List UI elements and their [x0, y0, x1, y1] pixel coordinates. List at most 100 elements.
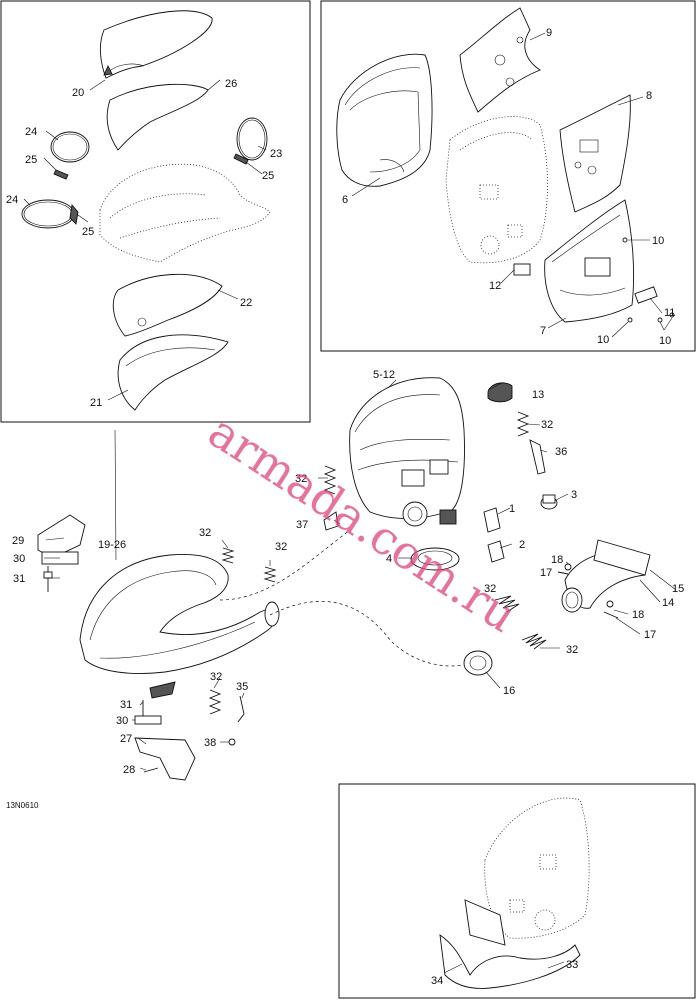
part-1-clip — [483, 507, 501, 533]
callout-5-12: 5-12 — [373, 369, 395, 381]
part-32-spring — [516, 411, 530, 437]
tuned-pipe-ghost — [99, 163, 271, 263]
part-33-insulation — [464, 899, 506, 946]
callout-16: 16 — [503, 685, 515, 697]
part-24-25-ring-upper — [50, 131, 90, 180]
callout-10: 10 — [659, 335, 671, 347]
part-4-seal-ring — [410, 547, 460, 571]
callout-31: 31 — [13, 573, 25, 585]
callout-35: 35 — [236, 681, 248, 693]
part-37-hook — [323, 511, 339, 531]
part-32-spring — [521, 633, 547, 650]
inset-frame-top-left — [0, 0, 311, 423]
callout-13: 13 — [532, 389, 544, 401]
part-29-bracket — [37, 514, 86, 559]
inset-frame-top-right — [320, 0, 696, 352]
callout-25: 25 — [25, 154, 37, 166]
part-21-heat-shield-bottom — [117, 334, 229, 411]
part-32-spring — [221, 547, 235, 564]
callout-1: 1 — [509, 503, 515, 515]
part-23-25-ring-right — [233, 117, 268, 165]
callout-38: 38 — [204, 737, 216, 749]
callout-6: 6 — [342, 194, 348, 206]
callout-15: 15 — [672, 583, 684, 595]
part-28-bolt — [143, 767, 159, 773]
callout-32: 32 — [484, 583, 496, 595]
callout-17: 17 — [540, 567, 552, 579]
inset-frame-bottom-right — [338, 783, 696, 999]
part-32-spring — [494, 595, 520, 613]
callout-labels: 20 26 24 2 3 25 25 24 25 22 21 9 8 6 10 1… — [6, 27, 684, 987]
part-10-rivets — [622, 237, 675, 323]
part-35-rod — [237, 695, 245, 723]
callout-25: 25 — [262, 170, 274, 182]
callout-30: 30 — [116, 715, 128, 727]
callout-36: 36 — [555, 446, 567, 458]
callout-11: 11 — [664, 307, 675, 319]
drawing-code: 13N0610 — [6, 801, 39, 810]
part-22-heat-shield-lower — [112, 273, 223, 337]
part-26-insulation-blanket — [106, 83, 209, 151]
part-6-muffler-cover-left — [336, 53, 433, 187]
callout-21: 21 — [90, 397, 102, 409]
callout-3: 3 — [571, 489, 577, 501]
part-30-rubber-pad — [134, 715, 162, 725]
muffler-ghost — [445, 116, 548, 264]
callout-12: 12 — [489, 280, 501, 292]
part-7-muffler-cover-right — [544, 199, 635, 323]
part-3-rubber-mount — [540, 494, 558, 510]
callout-26: 26 — [225, 78, 237, 90]
part-31-stud — [43, 566, 53, 592]
callout-31: 31 — [120, 699, 132, 711]
callout-37: 37 — [296, 519, 308, 531]
part-20-heat-shield-top — [99, 10, 213, 79]
part-32-spring — [208, 689, 222, 715]
callout-19-26: 19-26 — [98, 539, 126, 551]
callout-4: 4 — [386, 553, 392, 565]
callout-32: 32 — [210, 671, 222, 683]
callout-32: 32 — [566, 644, 578, 656]
callout-2: 2 — [519, 539, 525, 551]
part-2-clip — [487, 540, 505, 563]
part-36-bracket — [529, 439, 546, 475]
callout-25: 25 — [82, 226, 94, 238]
callout-33: 33 — [566, 959, 578, 971]
part-19-tuned-pipe — [79, 553, 280, 699]
callout-34: 34 — [431, 975, 443, 987]
part-11-clip — [634, 286, 658, 304]
callout-24: 24 — [6, 194, 18, 206]
callout-32: 32 — [295, 473, 307, 485]
callout-32: 32 — [275, 541, 287, 553]
part-34-heat-shield-lower — [439, 934, 581, 989]
part-8-gasket-right — [559, 94, 631, 213]
callout-22: 22 — [240, 297, 252, 309]
callout-14: 14 — [662, 597, 674, 609]
callout-18: 18 — [551, 554, 563, 566]
callout-18: 18 — [632, 609, 644, 621]
part-17-18-bolts — [557, 563, 619, 619]
callout-29: 29 — [12, 535, 24, 547]
callout-9: 9 — [546, 27, 552, 39]
callout-24: 24 — [25, 126, 37, 138]
part-12-bracket — [513, 263, 531, 276]
callout-8: 8 — [646, 90, 652, 102]
part-32-spring — [323, 465, 337, 495]
part-38-nut — [228, 738, 236, 746]
callout-17: 17 — [644, 629, 656, 641]
part-16-grommet — [463, 650, 493, 676]
part-15-gasket — [593, 539, 651, 576]
callout-10: 10 — [597, 334, 609, 346]
part-27-bracket — [134, 737, 196, 781]
callout-27: 27 — [120, 733, 132, 745]
callout-32: 32 — [199, 527, 211, 539]
part-9-gasket-upper — [459, 7, 541, 113]
callout-32: 32 — [541, 419, 553, 431]
muffler-ghost-lower — [484, 797, 590, 939]
part-32-spring — [263, 566, 277, 583]
part-13-grommet — [487, 382, 513, 403]
part-5-muffler — [349, 377, 465, 527]
callout-10: 10 — [652, 235, 664, 247]
callout-20: 20 — [72, 87, 84, 99]
callout-30: 30 — [13, 553, 25, 565]
